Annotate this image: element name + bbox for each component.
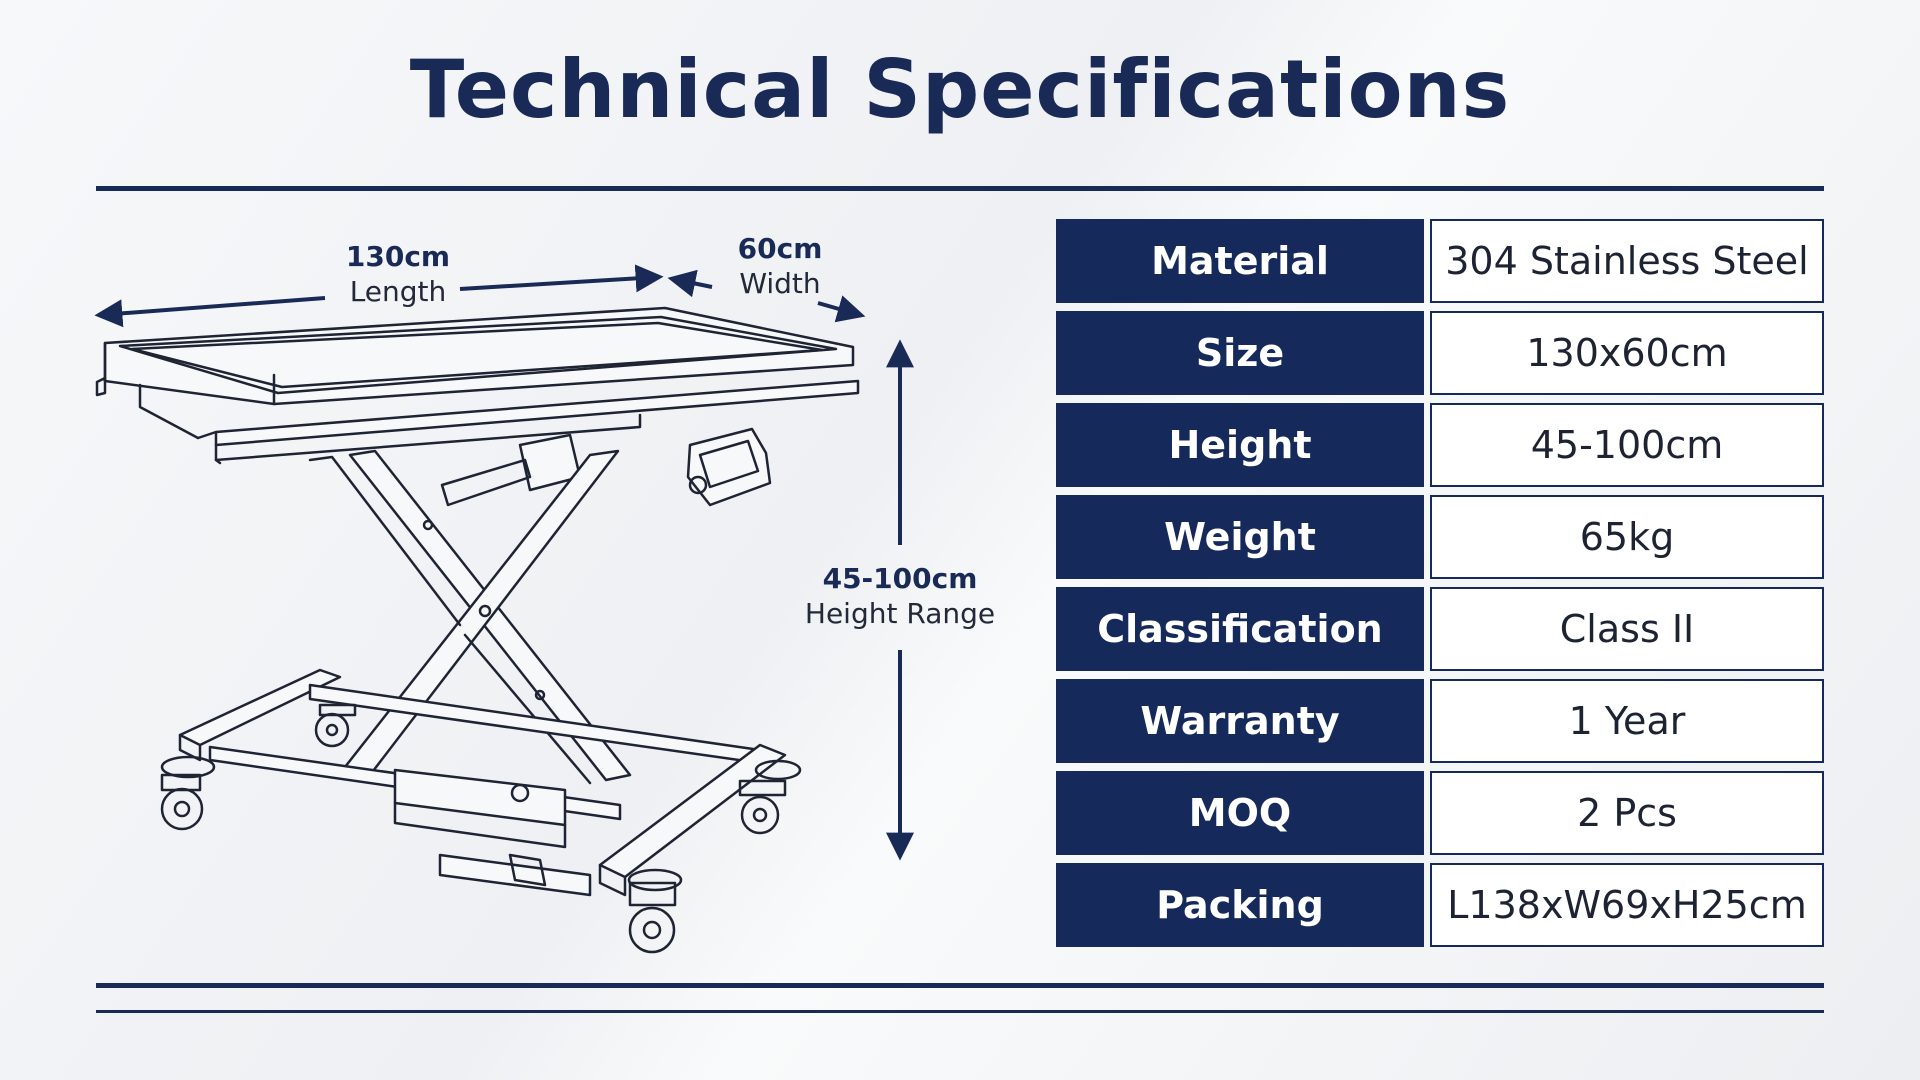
- spec-row-height: Height 45-100cm: [1056, 403, 1824, 487]
- spec-label: Material: [1056, 219, 1424, 303]
- width-label: 60cm Width: [695, 232, 865, 302]
- caster-wheels: [160, 703, 802, 954]
- spec-label: Classification: [1056, 587, 1424, 671]
- scissor-lift-table-illustration: [94, 264, 914, 954]
- length-dimension-arrow: [94, 264, 664, 328]
- spec-value: 304 Stainless Steel: [1430, 219, 1824, 303]
- spec-value: 2 Pcs: [1430, 771, 1824, 855]
- length-caption: Length: [349, 275, 447, 308]
- spec-value: 65kg: [1430, 495, 1824, 579]
- spec-row-warranty: Warranty 1 Year: [1056, 679, 1824, 763]
- spec-value: 45-100cm: [1430, 403, 1824, 487]
- top-divider: [96, 186, 1824, 191]
- spec-row-packing: Packing L138xW69xH25cm: [1056, 863, 1824, 947]
- product-diagram: 130cm Length 60cm Width 45-100cm Height …: [70, 215, 1020, 975]
- length-value: 130cm: [345, 240, 451, 273]
- height-label: 45-100cm Height Range: [795, 562, 1005, 632]
- spec-value: L138xW69xH25cm: [1430, 863, 1824, 947]
- spec-label: Packing: [1056, 863, 1424, 947]
- spec-value: Class II: [1430, 587, 1824, 671]
- width-caption: Width: [739, 267, 821, 300]
- spec-row-size: Size 130x60cm: [1056, 311, 1824, 395]
- table-line-art: [95, 306, 860, 954]
- width-value: 60cm: [737, 232, 823, 265]
- width-dimension-arrow: [667, 269, 866, 323]
- bottom-divider: [96, 983, 1824, 988]
- spec-value: 130x60cm: [1430, 311, 1824, 395]
- spec-row-classification: Classification Class II: [1056, 587, 1824, 671]
- spec-row-material: Material 304 Stainless Steel: [1056, 219, 1824, 303]
- spec-label: Size: [1056, 311, 1424, 395]
- length-label: 130cm Length: [313, 240, 483, 310]
- height-value: 45-100cm: [822, 562, 978, 595]
- spec-value: 1 Year: [1430, 679, 1824, 763]
- height-caption: Height Range: [804, 597, 996, 630]
- bottom-divider-thin: [96, 1010, 1824, 1013]
- spec-label: Weight: [1056, 495, 1424, 579]
- page-title: Technical Specifications: [409, 43, 1511, 136]
- spec-label: Height: [1056, 403, 1424, 487]
- spec-row-weight: Weight 65kg: [1056, 495, 1824, 579]
- spec-label: MOQ: [1056, 771, 1424, 855]
- spec-row-moq: MOQ 2 Pcs: [1056, 771, 1824, 855]
- spec-label: Warranty: [1056, 679, 1424, 763]
